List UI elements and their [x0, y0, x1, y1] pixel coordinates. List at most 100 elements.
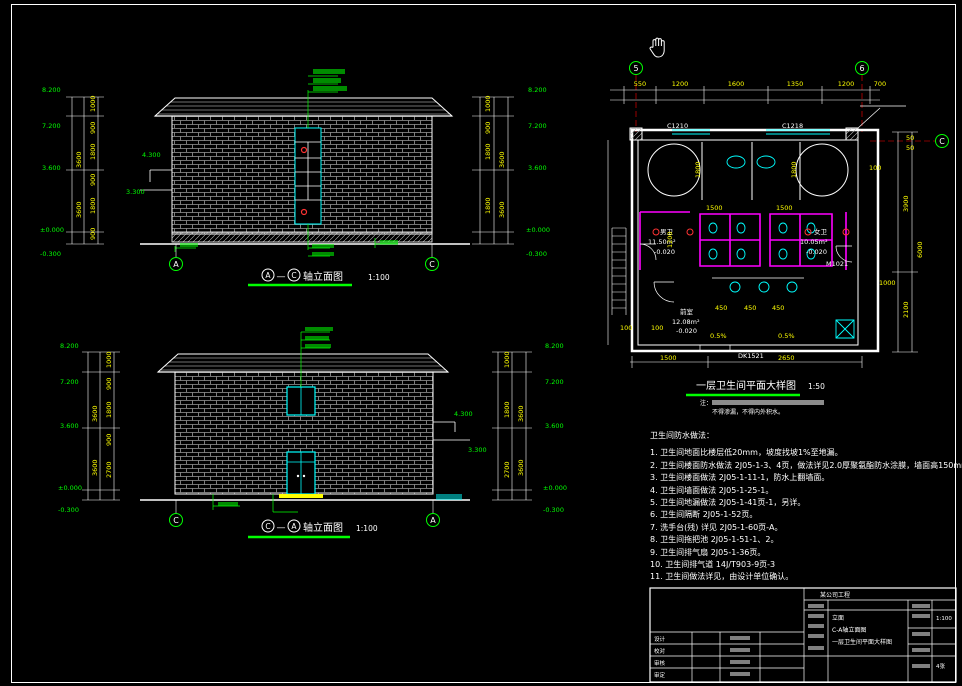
hand-pan-icon[interactable]: [649, 37, 665, 58]
svg-text:1200: 1200: [672, 80, 689, 88]
svg-text:设计: 设计: [654, 635, 666, 643]
svg-text:不得渗漏，不得内外积水。: 不得渗漏，不得内外积水。: [712, 408, 784, 416]
svg-text:1800: 1800: [484, 143, 492, 160]
svg-text:10.05m²: 10.05m²: [800, 238, 828, 246]
room-name-men: 男卫: [660, 228, 674, 236]
svg-text:1800: 1800: [503, 401, 511, 418]
room-name-vestibule: 前室: [680, 307, 694, 316]
note-item: 7. 洗手台(残) 详见 2J05-1-60页-A。: [650, 522, 783, 532]
svg-text:900: 900: [105, 378, 113, 390]
svg-text:C: C: [291, 271, 296, 280]
svg-text:注：: 注：: [700, 399, 712, 407]
toilet-plan: 5 6 C 550 1200 1600 1350 1200 700: [607, 61, 949, 416]
svg-text:C: C: [939, 137, 945, 146]
elevation-c-a-scale: 1:100: [356, 524, 378, 533]
svg-text:11.50m²: 11.50m²: [648, 238, 676, 246]
svg-text:1500: 1500: [706, 204, 723, 212]
elevation-c-a-title-text: 轴立面图: [303, 521, 343, 534]
svg-text:立面: 立面: [832, 614, 844, 622]
svg-text:1500: 1500: [660, 354, 677, 362]
svg-text:3.600: 3.600: [528, 164, 547, 172]
svg-text:450: 450: [715, 304, 727, 312]
svg-text:1000: 1000: [879, 279, 896, 287]
svg-text:4张: 4张: [936, 662, 945, 670]
svg-text:3600: 3600: [517, 405, 525, 422]
svg-text:3600: 3600: [75, 151, 83, 168]
svg-text:1800: 1800: [694, 161, 702, 178]
svg-text:一层卫生间平面大样图: 一层卫生间平面大样图: [832, 638, 892, 646]
svg-text:7.200: 7.200: [545, 378, 564, 386]
svg-text:C: C: [173, 516, 179, 525]
svg-text:DK1521: DK1521: [738, 352, 764, 360]
svg-text:±0.000: ±0.000: [543, 484, 567, 492]
svg-text:1000: 1000: [503, 351, 511, 368]
svg-text:±0.000: ±0.000: [58, 484, 82, 492]
svg-text:-0.300: -0.300: [543, 506, 564, 514]
svg-text:6000: 6000: [916, 241, 924, 258]
project-name: 某公司工程: [820, 591, 850, 599]
svg-text:A: A: [291, 522, 297, 531]
notes-heading: 卫生间防水做法：: [650, 431, 714, 440]
elevation-c-a-title: C — A 轴立面图 1:100: [248, 519, 378, 539]
note-item: 4. 卫生间墙面做法 2J05-1-25-1。: [650, 485, 774, 495]
svg-text:C: C: [265, 522, 270, 531]
svg-text:8.200: 8.200: [42, 86, 61, 94]
elevation-a-c: 1000 900 1800 900 1800 900 3600 3600 8.2…: [40, 69, 550, 271]
svg-text:8.200: 8.200: [528, 86, 547, 94]
svg-text:900: 900: [89, 122, 97, 134]
svg-text:3600: 3600: [498, 201, 506, 218]
svg-text:C1218: C1218: [782, 122, 803, 130]
svg-text:M1021: M1021: [826, 260, 848, 268]
svg-text:1000: 1000: [105, 351, 113, 368]
svg-text:100: 100: [651, 324, 663, 332]
note-item: 9. 卫生间排气扇 2J05-1-36页。: [650, 547, 766, 557]
plan-scale: 1:50: [808, 382, 825, 391]
svg-text:8.200: 8.200: [60, 342, 79, 350]
svg-text:100: 100: [869, 164, 881, 172]
svg-text:2700: 2700: [105, 461, 113, 478]
title-block: 某公司工程 立面 C-A轴立面图 一层卫生间平面大样图 1:100 4张 设计 …: [649, 587, 957, 683]
note-item: 3. 卫生间楼面做法 2J05-1-11-1，防水上翻墙面。: [650, 473, 830, 483]
svg-text:6: 6: [859, 64, 864, 73]
svg-text:4.300: 4.300: [142, 151, 161, 159]
svg-text:审定: 审定: [654, 671, 666, 679]
svg-text:1800: 1800: [105, 401, 113, 418]
svg-text:2100: 2100: [902, 301, 910, 318]
svg-text:1800: 1800: [484, 197, 492, 214]
svg-text:A: A: [265, 271, 271, 280]
svg-text:±0.000: ±0.000: [526, 226, 550, 234]
elevation-c-a: 1000 900 1800 900 2700 3600 3600 8.200 7…: [58, 327, 567, 527]
svg-text:A: A: [430, 516, 436, 525]
svg-text:7.200: 7.200: [60, 378, 79, 386]
svg-text:7.200: 7.200: [42, 122, 61, 130]
svg-text:50: 50: [906, 144, 914, 152]
axis-bubble-a: A: [173, 260, 179, 269]
svg-text:3600: 3600: [91, 405, 99, 422]
svg-text:450: 450: [772, 304, 784, 312]
svg-text:1500: 1500: [776, 204, 793, 212]
svg-text:100: 100: [620, 324, 632, 332]
svg-text:3600: 3600: [75, 201, 83, 218]
svg-text:3900: 3900: [902, 195, 910, 212]
svg-text:50: 50: [906, 134, 914, 142]
svg-text:1200: 1200: [838, 80, 855, 88]
svg-text:1800: 1800: [790, 161, 798, 178]
elevation-a-c-title: A — C 轴立面图 1:100: [248, 268, 390, 287]
svg-text:700: 700: [874, 80, 886, 88]
svg-text:-0.020: -0.020: [654, 248, 675, 256]
svg-text:7.200: 7.200: [528, 122, 547, 130]
svg-text:1600: 1600: [728, 80, 745, 88]
svg-text:450: 450: [744, 304, 756, 312]
svg-text:3.600: 3.600: [42, 164, 61, 172]
room-name-women: 女卫: [814, 227, 828, 236]
svg-text:-0.020: -0.020: [676, 327, 697, 335]
svg-text:-0.300: -0.300: [58, 506, 79, 514]
note-item: 5. 卫生间地漏做法 2J05-1-41页-1，另详。: [650, 498, 806, 508]
svg-text:8.200: 8.200: [545, 342, 564, 350]
svg-text:-0.020: -0.020: [806, 248, 827, 256]
axis-bubble-c: C: [429, 260, 435, 269]
plan-title: 一层卫生间平面大样图: [696, 379, 796, 392]
svg-text:2650: 2650: [778, 354, 795, 362]
svg-text:12.08m²: 12.08m²: [672, 318, 700, 326]
